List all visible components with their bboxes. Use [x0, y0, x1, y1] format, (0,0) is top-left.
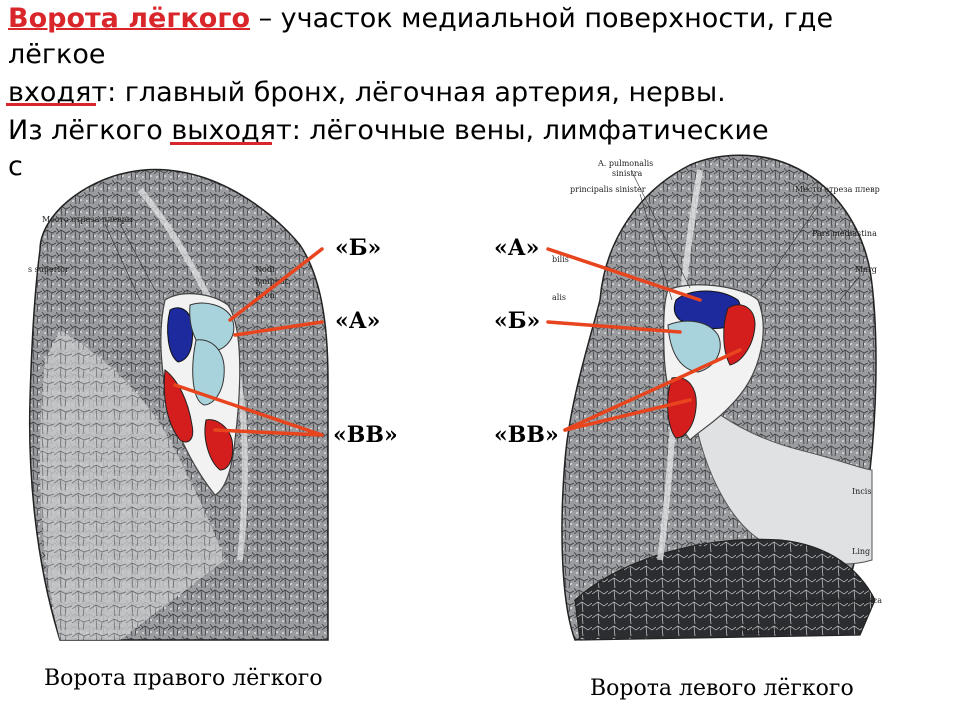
- right-lung-illustration: Место отреза плевры s superior Nodi lymp…: [28, 168, 329, 641]
- arrow-left-vv-2: [563, 398, 692, 432]
- right-marker-a: «А»: [333, 308, 383, 334]
- left-marker-b: «Б»: [492, 308, 543, 334]
- definition-line-2: лёгкое: [8, 39, 106, 70]
- arrow-right-a: [233, 320, 324, 337]
- arrow-left-vv-1: [563, 348, 742, 432]
- left-label-12: Margo inferior: [740, 627, 800, 636]
- left-label-4: Место отреза плевр: [795, 185, 880, 194]
- right-label-3: Nodi: [255, 265, 275, 274]
- keyword-exit: выходят: [171, 115, 292, 146]
- left-lung-arrows: [546, 247, 742, 432]
- right-marker-b: «Б»: [333, 235, 384, 261]
- definition-line-3-rest: : главный бронх, лёгочная артерия, нервы…: [107, 77, 726, 108]
- right-label-2: s superior: [28, 265, 69, 274]
- definition-line-4-rest: : лёгочные вены, лимфатические: [291, 115, 769, 146]
- underline-exit: [170, 142, 272, 145]
- left-label-1: A. pulmonalis: [597, 159, 653, 168]
- caption-right-lung: Ворота правого лёгкого: [44, 666, 323, 691]
- right-lung-arrows: [173, 247, 324, 437]
- arrow-right-vv-2: [213, 428, 324, 437]
- underline-enter: [6, 103, 96, 106]
- definition-line-5: с: [8, 151, 23, 182]
- arrow-right-vv-1: [173, 383, 324, 437]
- right-label-4: lymphat.: [255, 277, 290, 286]
- caption-left-lung: Ворота левого лёгкого: [590, 676, 854, 701]
- right-label-1: Место отреза плевры: [42, 215, 134, 224]
- definition-line-4: Из лёгкого выходят: лёгочные вены, лимфа…: [8, 114, 769, 148]
- left-label-7: bilis: [552, 255, 569, 264]
- left-label-10: Ling: [852, 547, 870, 556]
- left-label-5: Pars mediastina: [812, 229, 877, 238]
- arrow-left-b: [546, 320, 682, 334]
- definition-line-1-rest: – участок медиальной поверхности, где: [250, 3, 834, 34]
- definition-line-3: входят: главный бронх, лёгочная артерия,…: [8, 76, 726, 110]
- left-label-11: Facies diaphragmatica: [790, 596, 882, 605]
- left-marker-a: «А»: [492, 235, 542, 261]
- left-marker-vv: «ВВ»: [492, 422, 561, 448]
- definition-line-1: Ворота лёгкого – участок медиальной пове…: [8, 2, 833, 36]
- left-label-6: Marg: [855, 265, 877, 274]
- left-label-9: Incis: [852, 487, 871, 496]
- right-label-5: Bron: [255, 291, 275, 300]
- keyword-enter: входят: [8, 77, 108, 108]
- left-lung-illustration: A. pulmonalis sinistra principalis sinis…: [552, 154, 882, 641]
- arrow-left-a: [546, 247, 702, 302]
- right-marker-vv: «ВВ»: [331, 422, 400, 448]
- arrow-right-b: [228, 247, 324, 322]
- left-label-2: sinistra: [612, 169, 643, 178]
- term-hilum: Ворота лёгкого: [8, 3, 250, 34]
- left-label-8: alis: [552, 293, 566, 302]
- definition-line-4-prefix: Из лёгкого: [8, 115, 172, 146]
- left-label-3: principalis sinister: [570, 185, 646, 194]
